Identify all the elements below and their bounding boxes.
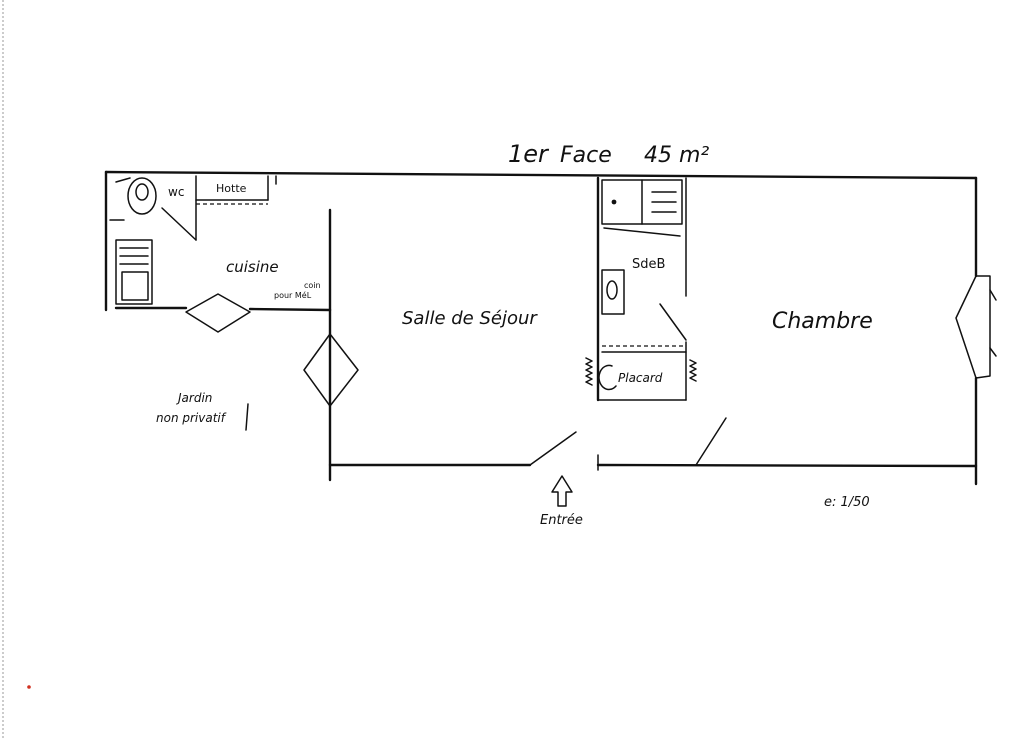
title-label: Face: [560, 143, 612, 168]
room-label-wc: wc: [168, 185, 184, 199]
side-door: [303, 333, 359, 407]
bathroom-block: [585, 176, 697, 402]
title-area: 45 m²: [644, 143, 709, 168]
room-label-hotte: Hotte: [216, 182, 247, 195]
room-label-sdeb: SdeB: [632, 257, 665, 272]
entrance-arrow-icon: [551, 475, 573, 507]
room-label-jardin-sub: non privatif: [156, 411, 227, 425]
room-label-placard: Placard: [618, 371, 663, 385]
exterior-walls: [104, 170, 978, 486]
chambre-window: [955, 275, 997, 379]
room-label-coin: coin: [304, 281, 321, 290]
room-label-cuisine: cuisine: [226, 258, 279, 276]
kitchen-door: [185, 293, 251, 333]
room-label-jardin: Jardin: [176, 391, 212, 405]
room-label-coin-sub: pour MéL: [274, 290, 312, 300]
plan-title: 1er Face 45 m²: [508, 140, 709, 168]
scale-label: e: 1/50: [824, 495, 870, 510]
entry-doors: [529, 417, 727, 471]
kitchen-wc-block: [109, 175, 277, 305]
title-level: 1er: [508, 140, 550, 168]
entrance-label: Entrée: [540, 513, 583, 528]
room-label-chambre: Chambre: [772, 309, 873, 334]
scan-mark: [27, 685, 31, 689]
room-label-sejour: Salle de Séjour: [402, 308, 538, 329]
